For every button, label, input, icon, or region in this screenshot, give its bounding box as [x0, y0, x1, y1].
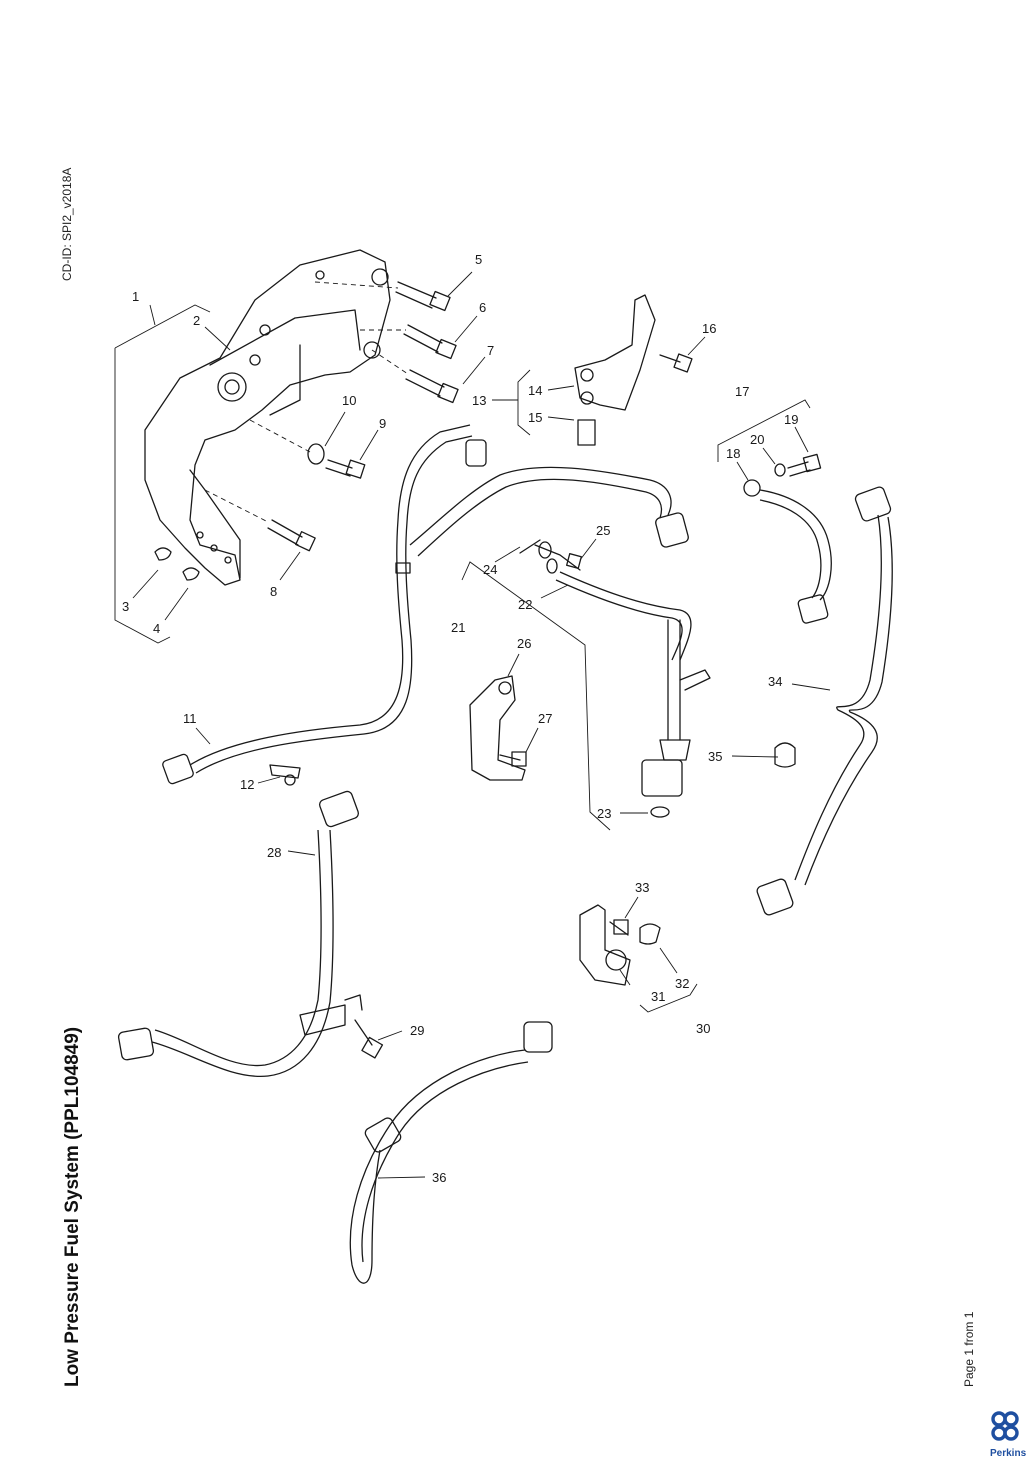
clip-12	[269, 764, 301, 786]
callout-4: 4	[153, 621, 160, 636]
callout-leaders	[132, 271, 831, 1179]
callout-11: 11	[183, 711, 197, 726]
callout-15: 15	[528, 410, 542, 425]
callout-1: 1	[132, 289, 139, 304]
callout-18: 18	[726, 446, 740, 461]
callout-36: 36	[432, 1170, 446, 1185]
callout-32: 32	[675, 976, 689, 991]
callout-19: 19	[784, 412, 798, 427]
callout-26: 26	[517, 636, 531, 651]
callout-22: 22	[518, 597, 532, 612]
callout-17: 17	[735, 384, 749, 399]
page-title: Low Pressure Fuel System (PPL104849)	[62, 1026, 83, 1387]
callout-2: 2	[193, 313, 200, 328]
callout-27: 27	[538, 711, 552, 726]
callout-16: 16	[702, 321, 716, 336]
callout-12: 12	[240, 777, 254, 792]
callout-34: 34	[768, 674, 782, 689]
callout-30: 30	[696, 1021, 710, 1036]
callout-24: 24	[483, 562, 497, 577]
callout-20: 20	[750, 432, 764, 447]
callout-5: 5	[475, 252, 482, 267]
callout-21: 21	[451, 620, 465, 635]
callout-28: 28	[267, 845, 281, 860]
hose-36	[349, 1021, 553, 1284]
callout-labels: 1 2 3 4 5 6 7 8 9 10 11 12 13 14 15 16 1…	[122, 252, 798, 1185]
bolt-8	[204, 489, 316, 552]
bracket-13-14-15-16	[574, 294, 693, 446]
callout-13: 13	[472, 393, 486, 408]
callout-29: 29	[410, 1023, 424, 1038]
callout-33: 33	[635, 880, 649, 895]
callout-31: 31	[651, 989, 665, 1004]
clip-35	[774, 742, 796, 768]
hose-28-29	[117, 790, 384, 1078]
callout-8: 8	[270, 584, 277, 599]
fuel-line-21-assembly	[519, 539, 711, 818]
hose-upper-fuel-line	[409, 466, 689, 557]
callout-14: 14	[528, 383, 542, 398]
hose-34	[756, 486, 893, 916]
fuel-filter-bracket-assembly	[144, 249, 391, 586]
bolts-5-6-7	[314, 281, 459, 404]
bracket-30-31-32-33	[579, 904, 661, 986]
hose-18-assembly	[743, 453, 832, 624]
callout-6: 6	[479, 300, 486, 315]
brand-name: Perkins	[990, 1448, 1027, 1459]
callout-7: 7	[487, 343, 494, 358]
callout-25: 25	[596, 523, 610, 538]
bolt-9-washer-10	[249, 419, 366, 479]
bracket-26-27	[469, 675, 527, 781]
callout-3: 3	[122, 599, 129, 614]
callout-9: 9	[379, 416, 386, 431]
hose-11	[162, 424, 487, 785]
page-info: Page 1 from 1	[962, 1311, 976, 1387]
callout-35: 35	[708, 749, 722, 764]
callout-23: 23	[597, 806, 611, 821]
group-brackets	[114, 304, 811, 1013]
document-id: CD-ID: SPI2_v2018A	[60, 167, 74, 281]
callout-10: 10	[342, 393, 356, 408]
perkins-logo-icon	[991, 1411, 1019, 1441]
clips-3-4	[154, 547, 200, 581]
